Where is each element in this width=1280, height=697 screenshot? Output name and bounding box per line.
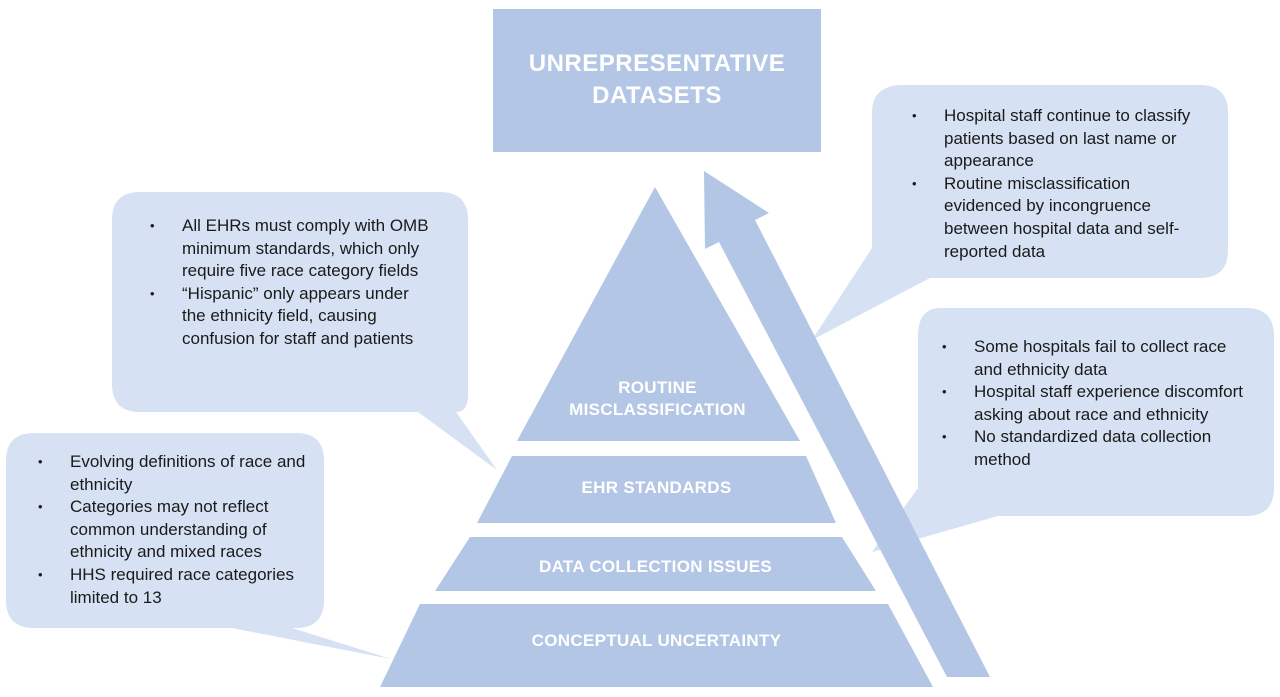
list-item-text: Hospital staff experience discomfort ask… [974, 382, 1243, 424]
list-item: • Some hospitals fail to collect race and… [942, 336, 1252, 381]
callout-conceptual-list: • Evolving definitions of race and ethnic… [38, 451, 324, 609]
list-item: • HHS required race categories limited to… [38, 564, 324, 609]
list-item-text: Some hospitals fail to collect race and … [974, 337, 1227, 379]
tier-conceptual-uncertainty-label: CONCEPTUAL UNCERTAINTY [531, 631, 782, 650]
list-item-text: “Hispanic” only appears under the ethnic… [182, 283, 414, 348]
bullet-glyph: • [38, 566, 43, 582]
bullet-glyph: • [942, 429, 947, 445]
bullet-glyph: • [150, 218, 155, 233]
bullet-glyph: • [38, 499, 43, 515]
list-item: • Routine misclassification evidenced by … [912, 173, 1212, 263]
top-box-line1: UNREPRESENTATIVE [528, 50, 786, 77]
bullet-glyph: • [150, 285, 155, 301]
callout-routine-list: • Hospital staff continue to classify pat… [912, 105, 1212, 263]
list-item: • Hospital staff experience discomfort as… [942, 381, 1252, 426]
routine-line1: ROUTINE [618, 378, 697, 397]
callout-routine-bubble [812, 85, 1228, 340]
list-item-text: HHS required race categories limited to … [70, 564, 294, 607]
list-item-text: No standardized data collection method [974, 427, 1212, 469]
tier-conceptual-uncertainty-shape [380, 604, 933, 687]
list-item: • Hospital staff continue to classify pat… [912, 105, 1212, 173]
bullet-glyph: • [942, 384, 947, 400]
list-item-text: Evolving definitions of race and ethnici… [70, 452, 306, 494]
bullet-glyph: • [912, 175, 917, 191]
list-item: • Evolving definitions of race and ethnic… [38, 451, 324, 496]
tier-ehr-standards-label: EHR STANDARDS [581, 478, 732, 497]
progression-arrow [704, 171, 990, 677]
bullet-glyph: • [38, 454, 43, 469]
unrepresentative-datasets-box [493, 9, 821, 152]
list-item-text: Categories may not reflect common unders… [70, 497, 269, 562]
tier-data-collection-label: DATA COLLECTION ISSUES [539, 557, 772, 576]
unrepresentative-datasets-label: UNREPRESENTATIVE DATASETS [493, 48, 821, 112]
callout-data-collection-bubble [872, 308, 1274, 552]
list-item: • All EHRs must comply with OMB minimum s… [150, 215, 432, 283]
list-item-text: All EHRs must comply with OMB minimum st… [182, 216, 429, 281]
list-item-text: Routine misclassification evidenced by i… [944, 173, 1180, 261]
tier-routine-misclassification-shape [517, 187, 800, 441]
tier-routine-misclassification-label: ROUTINE MISCLASSIFICATION [555, 377, 760, 421]
list-item: • No standardized data collection method [942, 426, 1252, 471]
bullet-glyph: • [942, 339, 947, 354]
top-box-line2: DATASETS [592, 82, 722, 109]
bullet-glyph: • [912, 108, 917, 123]
callout-data-collection-list: • Some hospitals fail to collect race and… [942, 336, 1252, 472]
callout-conceptual-bubble [6, 433, 391, 659]
callout-ehr-list: • All EHRs must comply with OMB minimum s… [150, 215, 432, 351]
list-item-text: Hospital staff continue to classify pati… [944, 106, 1191, 171]
list-item: • “Hispanic” only appears under the ethni… [150, 283, 432, 351]
tier-data-collection-shape [435, 537, 876, 591]
list-item: • Categories may not reflect common under… [38, 496, 324, 564]
routine-line2: MISCLASSIFICATION [569, 400, 746, 419]
callout-ehr-bubble [112, 192, 497, 470]
tier-ehr-standards-shape [477, 456, 836, 523]
